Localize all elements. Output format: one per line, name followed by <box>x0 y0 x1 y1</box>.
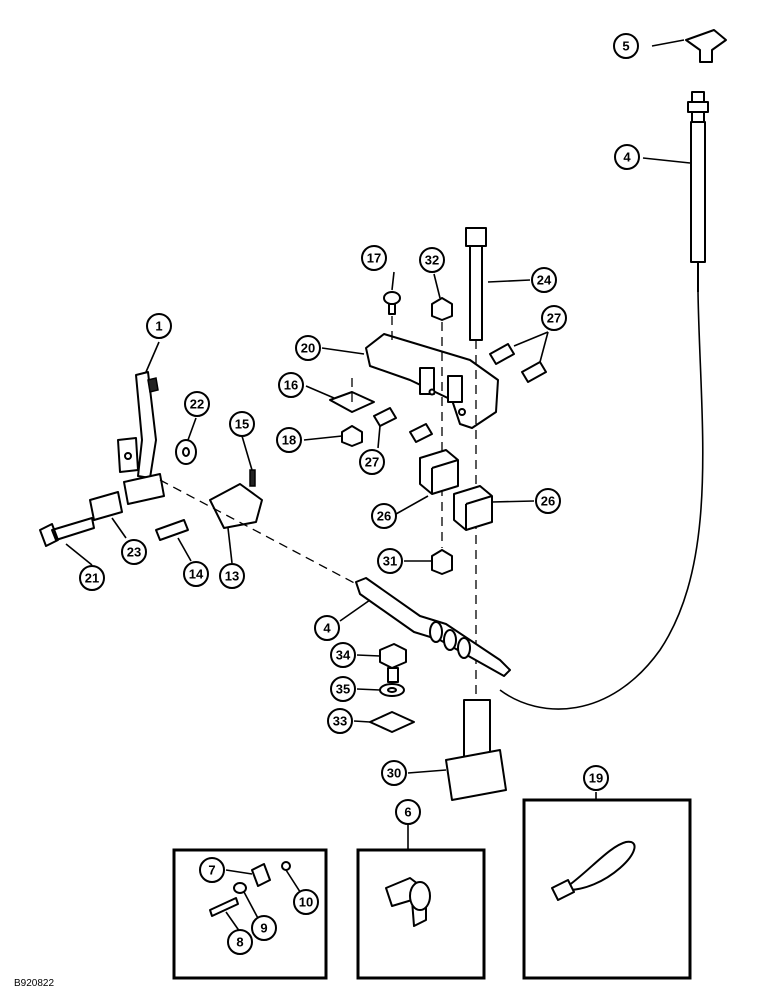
screw-lower <box>409 423 433 443</box>
spring-pin <box>249 469 256 487</box>
callout-13: 13 <box>219 563 245 589</box>
cable-knob <box>685 29 727 63</box>
svg-text:23: 23 <box>127 545 141 560</box>
callout-35: 35 <box>330 676 356 702</box>
callout-4-upper: 4 <box>614 144 640 170</box>
callout-9: 9 <box>251 915 277 941</box>
hex-bolt <box>379 643 407 683</box>
callout-7: 7 <box>199 857 225 883</box>
clamp-block-1 <box>419 449 459 495</box>
clamp-block-2 <box>453 485 493 531</box>
svg-text:14: 14 <box>189 567 204 582</box>
kit-box-19 <box>522 798 692 980</box>
svg-text:1: 1 <box>155 319 162 334</box>
callout-15: 15 <box>229 411 255 437</box>
mounting-bracket <box>365 333 499 429</box>
svg-text:4: 4 <box>323 621 331 636</box>
callout-27-upper: 27 <box>541 305 567 331</box>
svg-text:17: 17 <box>367 251 381 266</box>
svg-text:31: 31 <box>383 554 397 569</box>
bushing <box>89 491 123 521</box>
long-bolt <box>465 227 487 341</box>
callout-21: 21 <box>79 565 105 591</box>
svg-text:16: 16 <box>284 378 298 393</box>
svg-text:5: 5 <box>622 39 629 54</box>
callout-31: 31 <box>377 548 403 574</box>
svg-text:30: 30 <box>387 766 401 781</box>
svg-text:8: 8 <box>236 935 243 950</box>
callout-6: 6 <box>395 799 421 825</box>
cap-screw <box>383 291 401 345</box>
callout-32: 32 <box>419 247 445 273</box>
svg-text:4: 4 <box>623 150 631 165</box>
clevis-pin <box>155 519 189 541</box>
svg-text:26: 26 <box>377 509 391 524</box>
svg-text:27: 27 <box>547 311 561 326</box>
callout-24: 24 <box>531 267 557 293</box>
callout-14: 14 <box>183 561 209 587</box>
callout-17: 17 <box>361 245 387 271</box>
jam-nut <box>431 549 453 575</box>
svg-text:35: 35 <box>336 682 350 697</box>
callout-5: 5 <box>613 33 639 59</box>
lever-assembly <box>117 371 165 505</box>
callout-8: 8 <box>227 929 253 955</box>
callout-22: 22 <box>184 391 210 417</box>
svg-text:21: 21 <box>85 571 99 586</box>
svg-text:19: 19 <box>589 771 603 786</box>
svg-text:33: 33 <box>333 714 347 729</box>
hex-nut <box>341 425 363 447</box>
callout-30: 30 <box>381 760 407 786</box>
callout-33: 33 <box>327 708 353 734</box>
bolt <box>39 517 95 547</box>
callout-19: 19 <box>583 765 609 791</box>
callout-10: 10 <box>293 889 319 915</box>
svg-text:10: 10 <box>299 895 313 910</box>
svg-text:6: 6 <box>404 805 411 820</box>
screw-right <box>521 361 547 383</box>
callout-16: 16 <box>278 372 304 398</box>
screw-upper <box>489 343 515 365</box>
callout-27-lower: 27 <box>359 449 385 475</box>
svg-text:34: 34 <box>336 648 351 663</box>
svg-text:9: 9 <box>260 921 267 936</box>
svg-text:7: 7 <box>208 863 215 878</box>
cable-top-end <box>499 91 709 710</box>
callout-26-right: 26 <box>535 488 561 514</box>
callout-23: 23 <box>121 539 147 565</box>
callout-34: 34 <box>330 642 356 668</box>
square-plate <box>369 711 415 733</box>
screw-left <box>373 407 397 427</box>
svg-text:18: 18 <box>282 433 296 448</box>
svg-text:26: 26 <box>541 494 555 509</box>
callout-1: 1 <box>146 313 172 339</box>
callout-18: 18 <box>276 427 302 453</box>
svg-text:15: 15 <box>235 417 249 432</box>
svg-text:32: 32 <box>425 253 439 268</box>
kit-box-6 <box>356 848 486 980</box>
callout-4-lower: 4 <box>314 615 340 641</box>
support-bracket <box>445 699 507 801</box>
drawing-reference-code: B920822 <box>14 978 55 989</box>
clevis <box>209 483 263 529</box>
svg-text:24: 24 <box>537 273 552 288</box>
lock-nut <box>431 297 453 321</box>
cable-lower-section <box>355 577 511 677</box>
callout-20: 20 <box>295 335 321 361</box>
svg-text:13: 13 <box>225 569 239 584</box>
svg-text:22: 22 <box>190 397 204 412</box>
svg-text:27: 27 <box>365 455 379 470</box>
callout-26-left: 26 <box>371 503 397 529</box>
svg-text:20: 20 <box>301 341 315 356</box>
